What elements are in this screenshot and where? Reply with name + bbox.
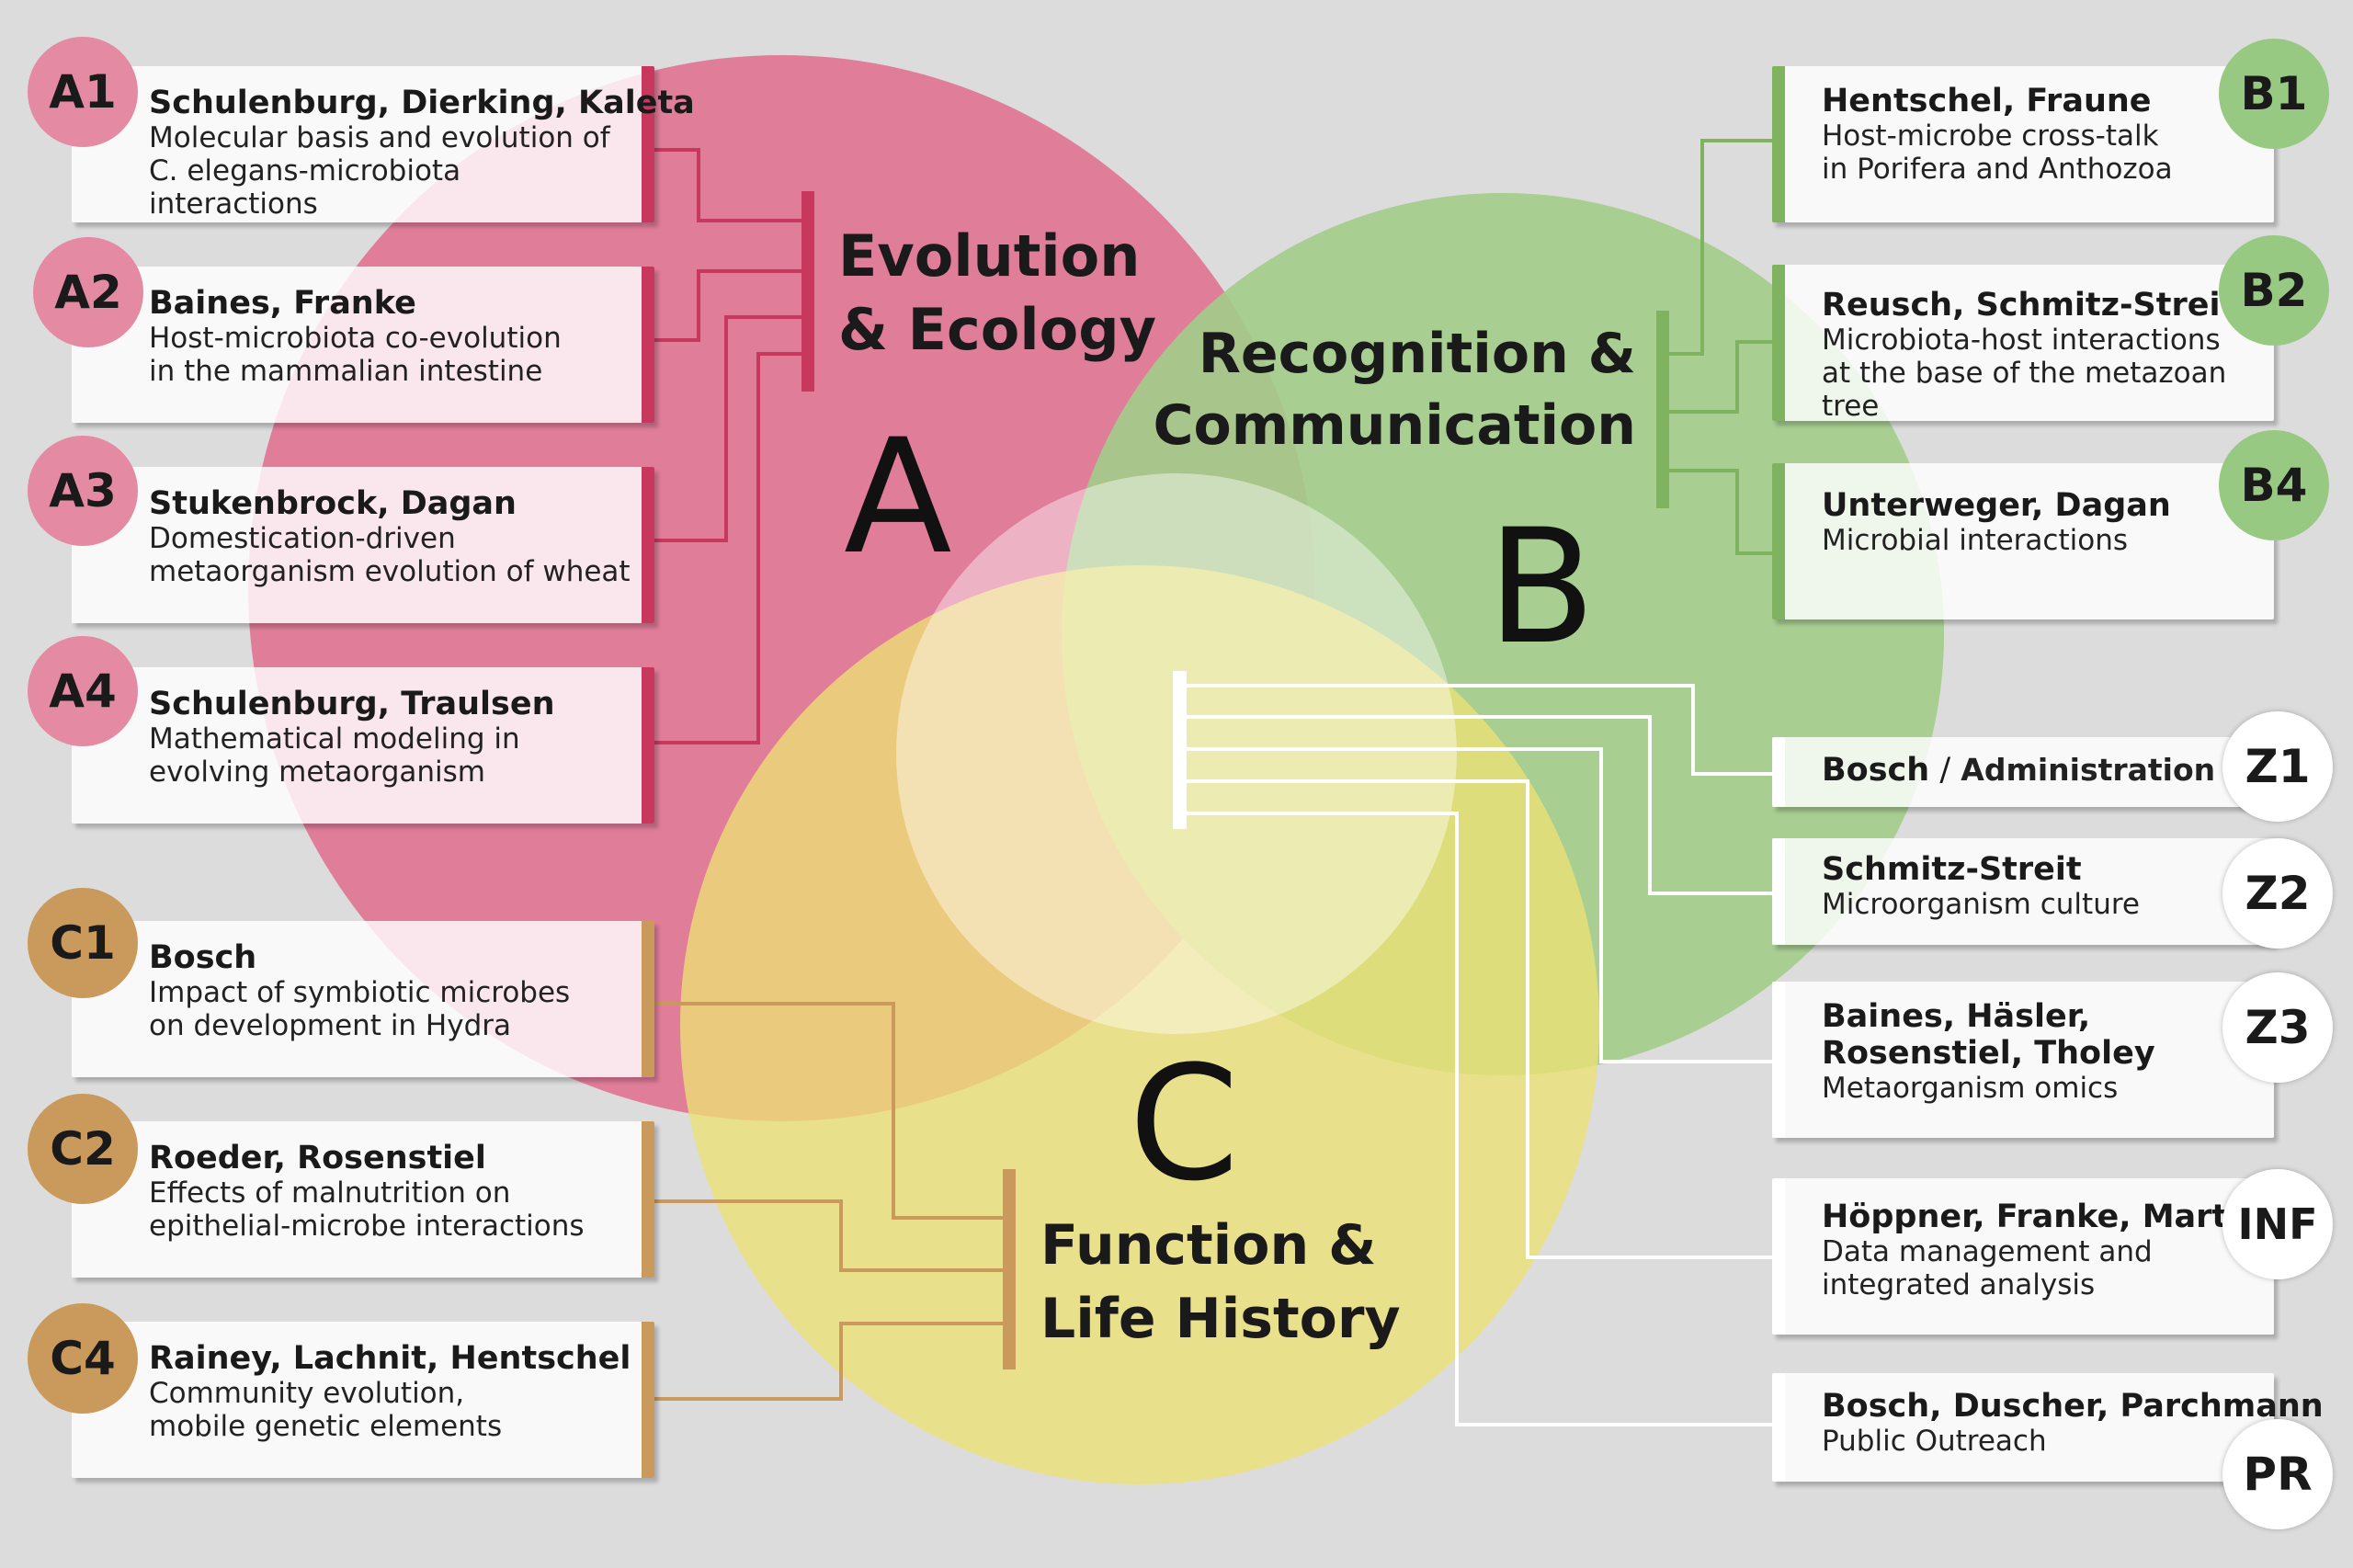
area-a-title-line1: Evolution xyxy=(838,222,1140,290)
bracket-a xyxy=(801,191,814,392)
badge-z1: Z1 xyxy=(2222,711,2333,822)
project-names: Bosch / Administration xyxy=(1822,752,2265,789)
bracket-b xyxy=(1656,311,1669,508)
project-card-b4: Unterweger, Dagan Microbial interactions xyxy=(1772,463,2274,619)
separator: / xyxy=(1929,752,1961,789)
project-names-line2: Rosenstiel, Tholey xyxy=(1822,1035,2155,1072)
area-b-title-line2: Communication xyxy=(1153,393,1636,458)
project-names: Baines, Häsler, xyxy=(1822,998,2091,1035)
project-description-line1: Community evolution, xyxy=(149,1377,465,1410)
project-names-bold: Bosch xyxy=(1822,752,1930,789)
project-card-z1: Bosch / Administration xyxy=(1772,737,2274,807)
project-card-a3: Stukenbrock, Dagan Domestication-driven … xyxy=(72,467,654,623)
project-names: Bosch xyxy=(149,939,257,976)
connectors-c xyxy=(654,1002,1016,1401)
project-card-pr: Bosch, Duscher, Parchmann Public Outreac… xyxy=(1772,1373,2324,1482)
project-description-line1: Domestication-driven xyxy=(149,522,456,555)
project-names: Hentschel, Fraune xyxy=(1822,83,2152,119)
area-c-letter: C xyxy=(1129,1031,1239,1216)
project-description-line2: epithelial-microbe interactions xyxy=(149,1210,585,1243)
project-description-line1: Metaorganism omics xyxy=(1822,1072,2119,1105)
project-card-c1: Bosch Impact of symbiotic microbes on de… xyxy=(72,921,654,1077)
project-names: Schulenburg, Dierking, Kaleta xyxy=(149,85,695,121)
badge-b1: B1 xyxy=(2219,39,2329,149)
project-description-line1: Data management and xyxy=(1822,1235,2153,1268)
bracket-c xyxy=(1003,1169,1016,1369)
area-a-title-line2: & Ecology xyxy=(838,296,1156,363)
project-card-z2: Schmitz-Streit Microorganism culture xyxy=(1772,838,2274,945)
project-description-line2: metaorganism evolution of wheat xyxy=(149,555,631,588)
area-c-title-line1: Function & xyxy=(1040,1213,1376,1278)
project-names: Bosch, Duscher, Parchmann xyxy=(1822,1388,2324,1425)
project-names: Schmitz-Streit xyxy=(1822,851,2082,888)
project-description-line2: evolving metaorganism xyxy=(149,756,486,789)
circle-c xyxy=(680,565,1599,1484)
project-names: Rainey, Lachnit, Hentschel xyxy=(149,1340,631,1377)
area-b-letter: B xyxy=(1487,494,1596,679)
badge-a3: A3 xyxy=(28,436,138,546)
area-b-title-line1: Recognition & xyxy=(1199,322,1636,386)
project-names: Schulenburg, Traulsen xyxy=(149,686,555,722)
area-a-letter: A xyxy=(844,404,952,589)
project-description-line2: C. elegans-microbiota interactions xyxy=(149,154,461,221)
badge-inf: INF xyxy=(2222,1169,2333,1279)
connectors-a xyxy=(654,148,814,744)
project-card-a1: Schulenburg, Dierking, Kaleta Molecular … xyxy=(72,66,695,222)
badge-b4: B4 xyxy=(2219,430,2329,540)
project-card-z3: Baines, Häsler, Rosenstiel, Tholey Metao… xyxy=(1772,982,2274,1138)
connectors-b xyxy=(1656,139,1772,555)
project-description-line1: Microbiota-host interactions xyxy=(1822,324,2221,357)
badge-a4: A4 xyxy=(28,636,138,746)
project-description-line2: integrated analysis xyxy=(1822,1268,2096,1301)
project-names: Reusch, Schmitz-Streit xyxy=(1822,287,2236,324)
project-description-line2: on development in Hydra xyxy=(149,1009,512,1042)
badge-z2: Z2 xyxy=(2222,838,2333,949)
project-names: Baines, Franke xyxy=(149,285,416,322)
connectors-z xyxy=(1173,671,1772,1426)
project-names: Stukenbrock, Dagan xyxy=(149,485,517,522)
project-card-a2: Baines, Franke Host-microbiota co-evolut… xyxy=(72,267,654,423)
bracket-z xyxy=(1173,671,1187,829)
project-description-line2: at the base of the metazoan tree xyxy=(1822,357,2227,423)
project-extra: Administration xyxy=(1961,752,2216,788)
badge-c4: C4 xyxy=(28,1303,138,1414)
project-description-line1: Public Outreach xyxy=(1822,1425,2047,1458)
project-description-line1: Host-microbiota co-evolution xyxy=(149,322,562,355)
project-card-c4: Rainey, Lachnit, Hentschel Community evo… xyxy=(72,1322,654,1478)
project-description-line2: mobile genetic elements xyxy=(149,1410,503,1443)
project-card-c2: Roeder, Rosenstiel Effects of malnutriti… xyxy=(72,1121,654,1278)
project-description-line1: Molecular basis and evolution of xyxy=(149,121,610,154)
badge-c1: C1 xyxy=(28,888,138,998)
badge-z3: Z3 xyxy=(2222,972,2333,1083)
project-description-line1: Host-microbe cross-talk xyxy=(1822,119,2159,153)
project-description-line1: Impact of symbiotic microbes xyxy=(149,976,571,1009)
project-card-b2: Reusch, Schmitz-Streit Microbiota-host i… xyxy=(1772,265,2274,423)
area-c-title-line2: Life History xyxy=(1040,1287,1401,1351)
project-card-a4: Schulenburg, Traulsen Mathematical model… xyxy=(72,667,654,824)
badge-b2: B2 xyxy=(2219,235,2329,346)
project-names: Unterweger, Dagan xyxy=(1822,487,2171,524)
project-names: Roeder, Rosenstiel xyxy=(149,1140,486,1176)
project-description-line1: Mathematical modeling in xyxy=(149,722,520,756)
badge-pr: PR xyxy=(2222,1419,2333,1529)
project-names: Höppner, Franke, Marten xyxy=(1822,1199,2272,1235)
project-description-line2: in Porifera and Anthozoa xyxy=(1822,153,2173,186)
badge-a2: A2 xyxy=(33,237,143,347)
project-description-line2: in the mammalian intestine xyxy=(149,355,543,388)
project-description-line1: Microorganism culture xyxy=(1822,888,2140,921)
project-description-line1: Effects of malnutrition on xyxy=(149,1176,511,1210)
project-card-inf: Höppner, Franke, Marten Data management … xyxy=(1772,1178,2274,1335)
project-card-b1: Hentschel, Fraune Host-microbe cross-tal… xyxy=(1772,66,2274,222)
badge-a1: A1 xyxy=(28,37,138,147)
badge-c2: C2 xyxy=(28,1094,138,1204)
project-description-line1: Microbial interactions xyxy=(1822,524,2128,557)
